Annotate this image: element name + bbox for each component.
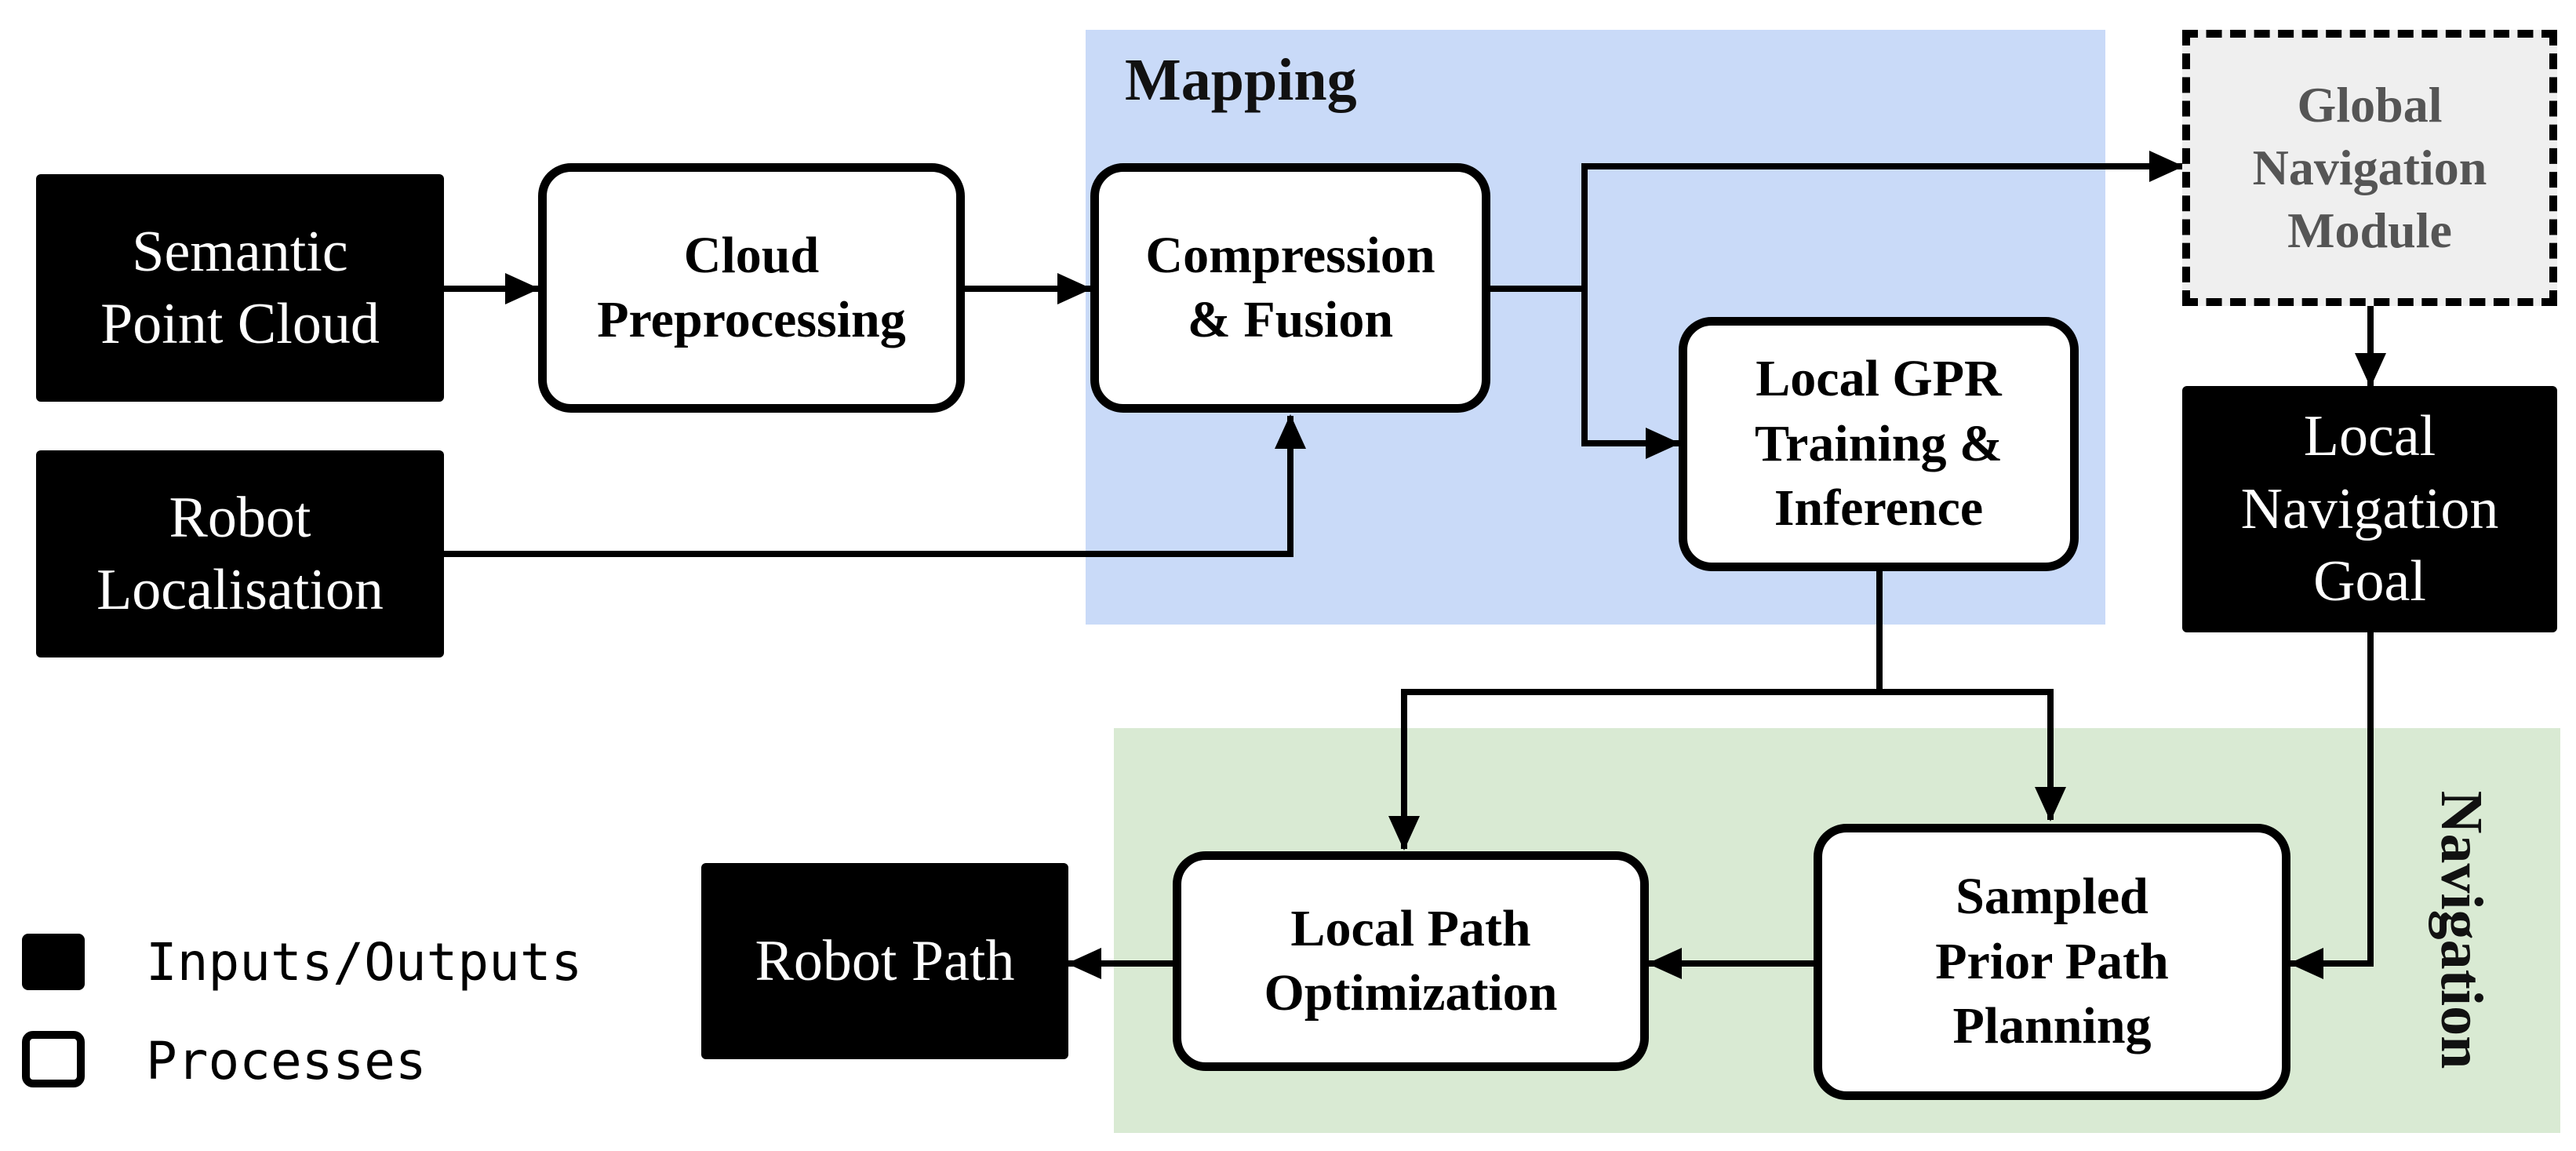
global-navigation-module: Global Navigation Module: [2182, 30, 2557, 306]
arrow-gpr-to-optimization: [1388, 571, 1883, 851]
arrow-compression-to-global-nav: [1490, 151, 2184, 292]
cloud-preprocessing-label: Cloud Preprocessing: [597, 226, 906, 349]
local-gpr-process: Local GPR Training & Inference: [1679, 317, 2079, 571]
mapping-region-title: Mapping: [1125, 47, 1357, 113]
sampled-prior-path-process: Sampled Prior Path Planning: [1814, 824, 2290, 1100]
arrow-goal-to-sampled-prior: [2289, 632, 2374, 979]
local-navigation-goal-io: Local Navigation Goal: [2182, 386, 2557, 632]
local-navigation-goal-label: Local Navigation Goal: [2240, 404, 2499, 614]
arrow-gpr-to-sampled-prior: [1879, 689, 2066, 821]
robot-path-label: Robot Path: [755, 928, 1015, 993]
compression-fusion-label: Compression & Fusion: [1145, 226, 1435, 349]
arrow-localisation-to-compression: [444, 414, 1306, 557]
robot-localisation-input: Robot Localisation: [36, 450, 444, 657]
legend-io-swatch: [22, 934, 85, 990]
local-path-optimization-process: Local Path Optimization: [1173, 851, 1649, 1071]
cloud-preprocessing-process: Cloud Preprocessing: [538, 163, 965, 413]
global-navigation-module-label: Global Navigation Module: [2252, 77, 2487, 258]
local-gpr-label: Local GPR Training & Inference: [1755, 350, 2003, 537]
compression-fusion-process: Compression & Fusion: [1090, 163, 1490, 413]
legend-io-label: Inputs/Outputs: [146, 932, 583, 993]
legend-process-swatch: [22, 1031, 85, 1087]
semantic-point-cloud-input: Semantic Point Cloud: [36, 174, 444, 402]
sampled-prior-path-label: Sampled Prior Path Planning: [1935, 868, 2169, 1055]
local-path-optimization-label: Local Path Optimization: [1264, 899, 1558, 1022]
legend-process-label: Processes: [146, 1031, 427, 1091]
robot-path-output: Robot Path: [701, 863, 1068, 1059]
arrow-compression-to-gpr: [1581, 289, 1680, 459]
robot-localisation-label: Robot Localisation: [96, 485, 384, 623]
semantic-point-cloud-label: Semantic Point Cloud: [100, 219, 380, 357]
